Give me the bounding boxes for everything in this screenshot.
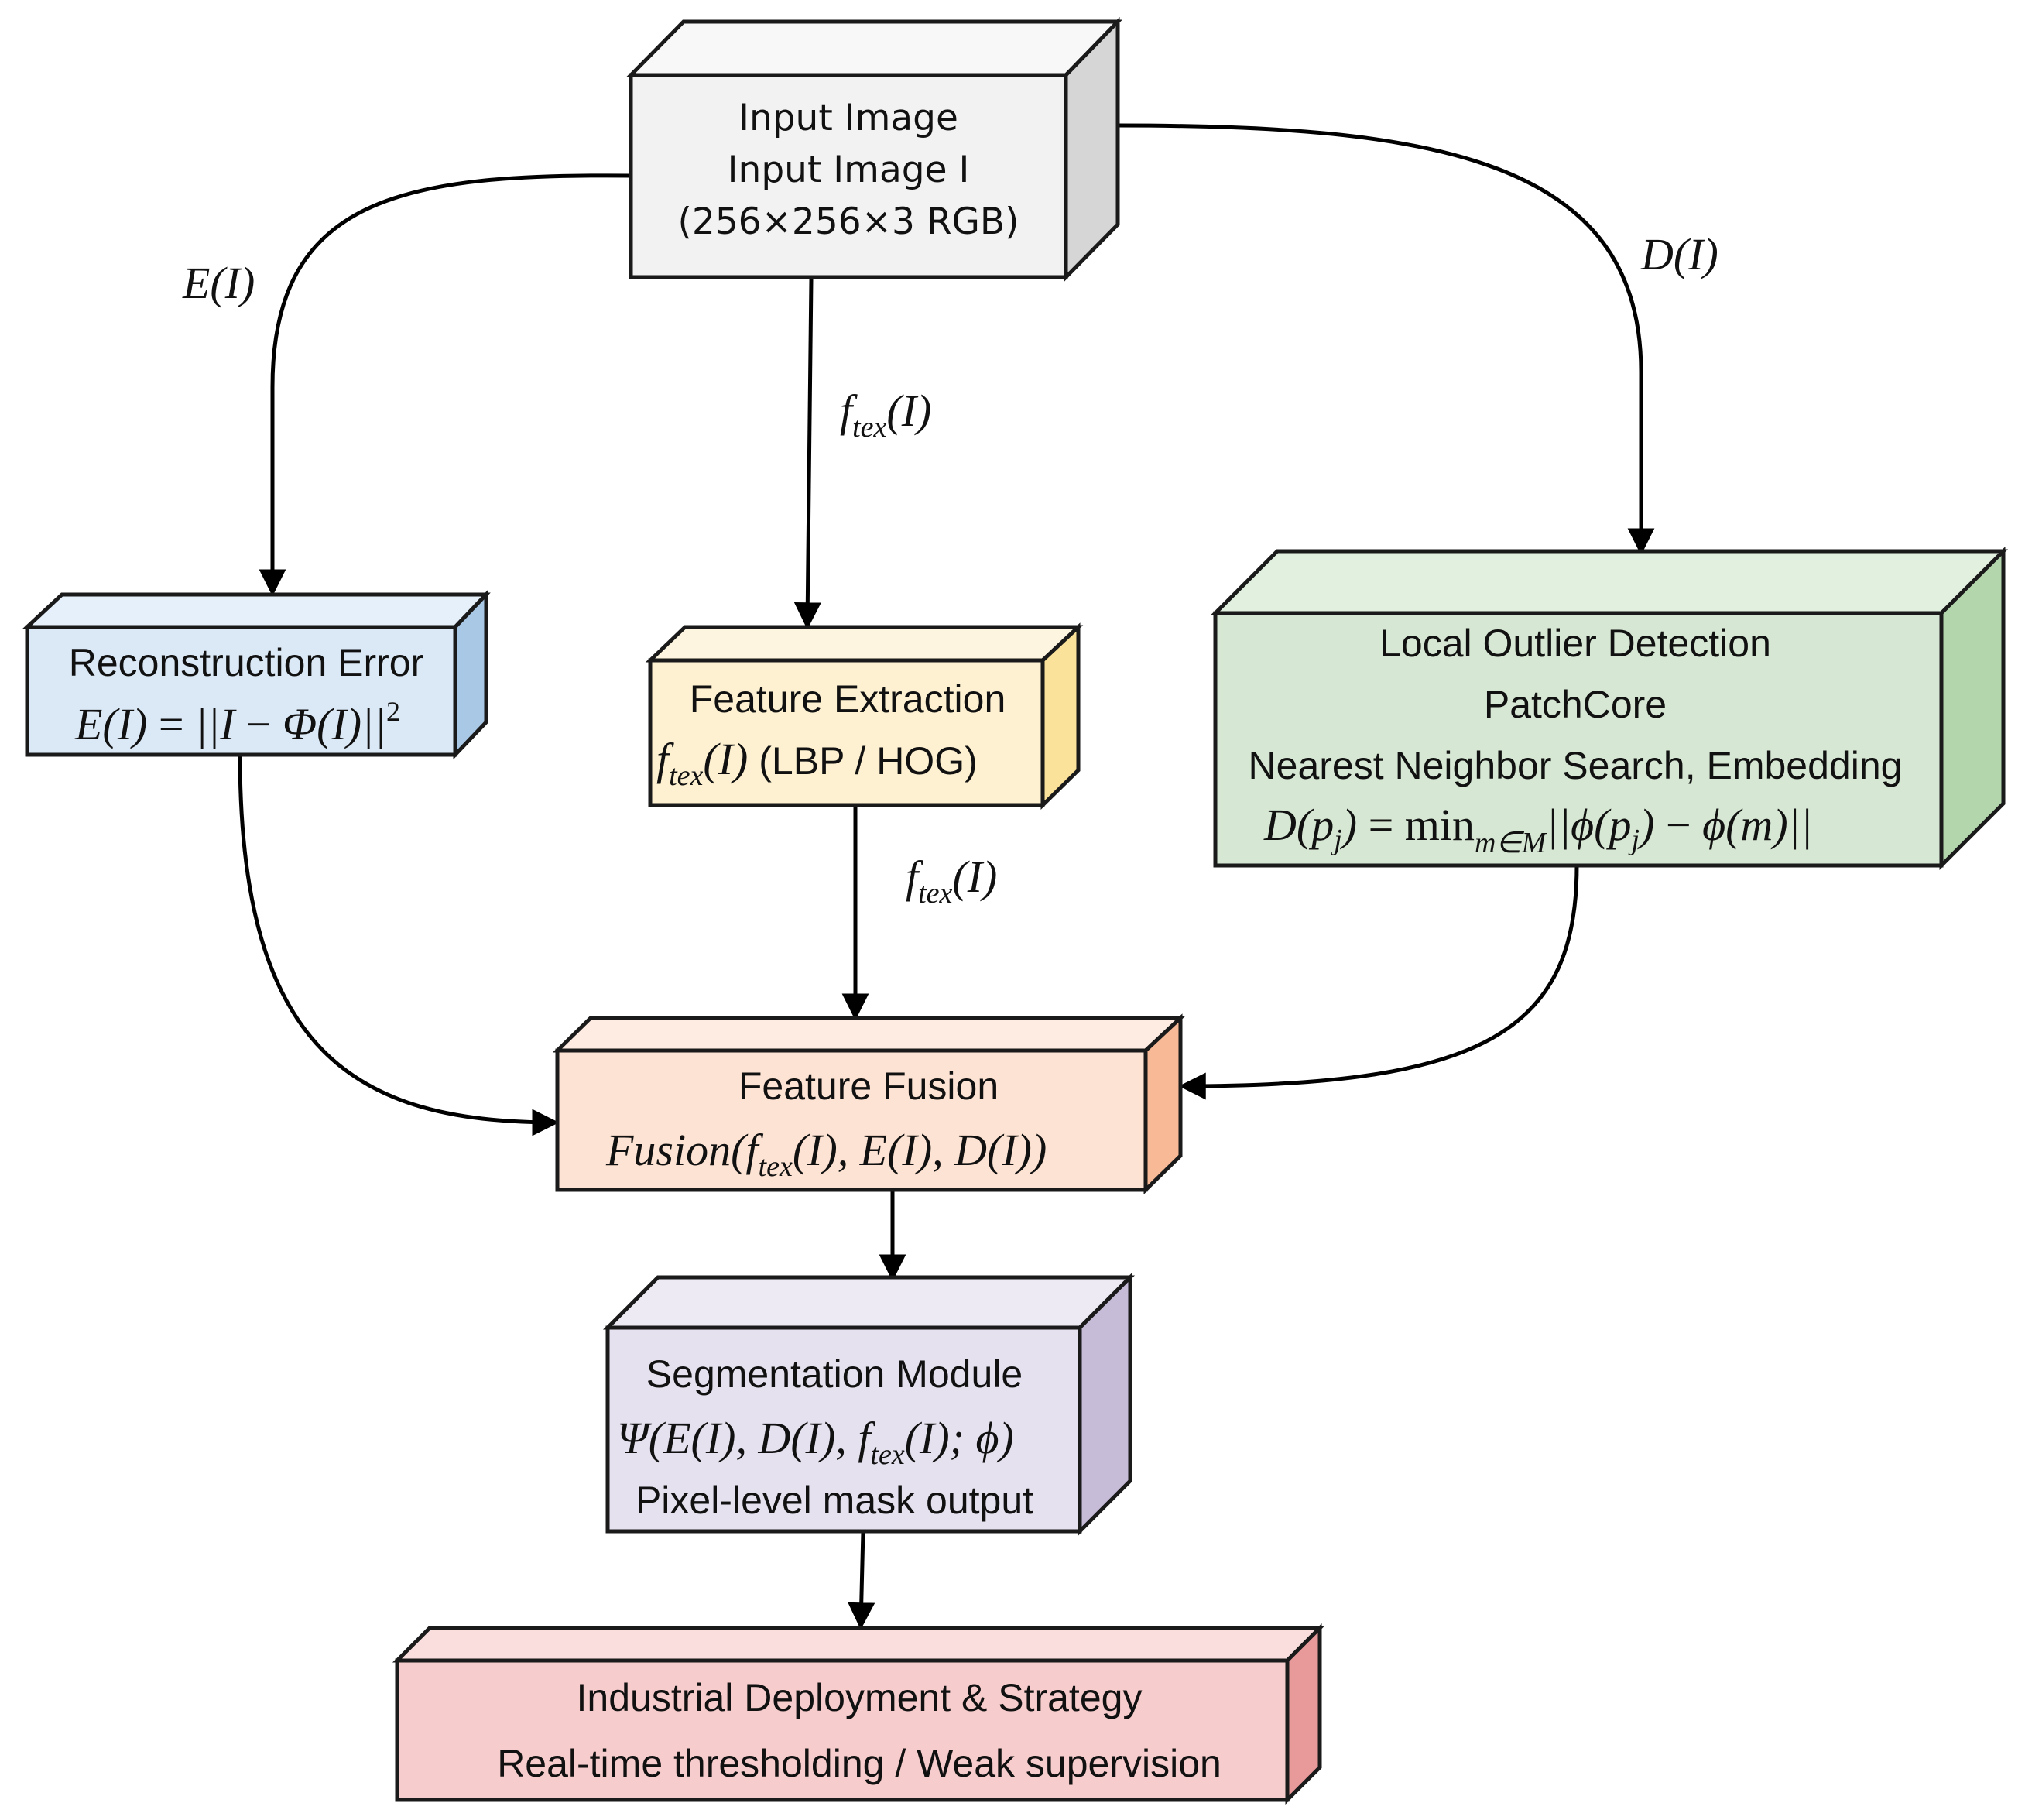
- node-feature-fusion: Feature Fusion Fusion(ftex(I), E(I), D(I…: [552, 1013, 1186, 1194]
- node-input-image: Input Image Input Image I (256×256×3 RGB…: [626, 16, 1122, 283]
- recon-title: Reconstruction Error: [69, 641, 424, 684]
- edge-label-recon: E(I): [182, 258, 255, 308]
- edge-input-to-recon: [259, 173, 632, 597]
- input-front-face: [629, 73, 1068, 279]
- input-line3: (256×256×3 RGB): [677, 201, 1019, 243]
- deploy-line1: Industrial Deployment & Strategy: [577, 1676, 1143, 1719]
- fusion-side-face: [1143, 1013, 1183, 1194]
- fusion-title: Feature Fusion: [738, 1064, 999, 1108]
- outlier-line3: Nearest Neighbor Search, Embedding: [1249, 744, 1903, 787]
- node-feature-extraction: Feature Extraction ftex(I) (LBP / HOG): [645, 622, 1084, 810]
- edges: [238, 123, 1655, 1630]
- fusion-top-face: [552, 1016, 1186, 1053]
- feature-formula: ftex(I) (LBP / HOG): [656, 734, 978, 792]
- edge-label-recon-text: E(I): [182, 258, 255, 308]
- deploy-line2: Real-time thresholding / Weak supervisio…: [497, 1742, 1222, 1785]
- segmentation-top-face: [602, 1275, 1136, 1330]
- node-reconstruction-error: Reconstruction Error E(I) = ||I − Φ(I)||…: [22, 589, 491, 760]
- outlier-front-face: [1213, 611, 1944, 868]
- deploy-side-face: [1285, 1623, 1322, 1805]
- outlier-line1: Local Outlier Detection: [1379, 622, 1771, 665]
- node-local-outlier-detection: Local Outlier Detection PatchCore Neares…: [1210, 546, 2009, 871]
- edge-input-to-feature: [793, 278, 821, 630]
- edge-labels: E(I) ftex(I) ftex(I) D(I): [182, 229, 1718, 910]
- edge-label-feature-top: ftex(I): [840, 386, 931, 444]
- segmentation-line3: Pixel-level mask output: [636, 1479, 1033, 1522]
- segmentation-title: Segmentation Module: [646, 1352, 1023, 1396]
- edge-label-feature-bottom: ftex(I): [906, 852, 997, 910]
- edge-recon-to-fusion: [238, 754, 560, 1136]
- edge-label-outlier: D(I): [1640, 229, 1718, 279]
- recon-formula: E(I) = ||I − Φ(I)||2: [74, 696, 400, 749]
- feature-title: Feature Extraction: [690, 677, 1006, 721]
- recon-top-face: [22, 592, 491, 629]
- input-line2: Input Image I: [728, 149, 970, 191]
- outlier-formula: D(pj) = minm∈M||ϕ(pj) − ϕ(m)||: [1263, 800, 1813, 859]
- input-top-face: [626, 19, 1122, 77]
- recon-front-face: [25, 625, 457, 757]
- feature-side-face: [1040, 622, 1081, 810]
- fusion-front-face: [555, 1048, 1148, 1192]
- outlier-top-face: [1210, 549, 2009, 615]
- node-segmentation-module: Segmentation Module Ψ(E(I), D(I), ftex(I…: [602, 1272, 1136, 1537]
- edge-label-outlier-text: D(I): [1640, 229, 1718, 279]
- segmentation-formula: Ψ(E(I), D(I), ftex(I); ϕ): [617, 1413, 1014, 1471]
- edge-input-to-outlier: [1117, 123, 1655, 556]
- fusion-formula: Fusion(ftex(I), E(I), D(I)): [605, 1125, 1047, 1183]
- edge-outlier-to-fusion: [1178, 865, 1579, 1100]
- input-line1: Input Image: [738, 97, 958, 139]
- outlier-line2: PatchCore: [1484, 683, 1667, 726]
- segmentation-front-face: [605, 1325, 1082, 1534]
- edge-segmentation-to-deploy: [848, 1530, 875, 1630]
- deploy-front-face: [395, 1658, 1290, 1802]
- feature-top-face: [645, 625, 1084, 663]
- deploy-top-face: [392, 1626, 1325, 1663]
- feature-front-face: [648, 658, 1045, 807]
- node-industrial-deployment: Industrial Deployment & Strategy Real-ti…: [392, 1623, 1325, 1805]
